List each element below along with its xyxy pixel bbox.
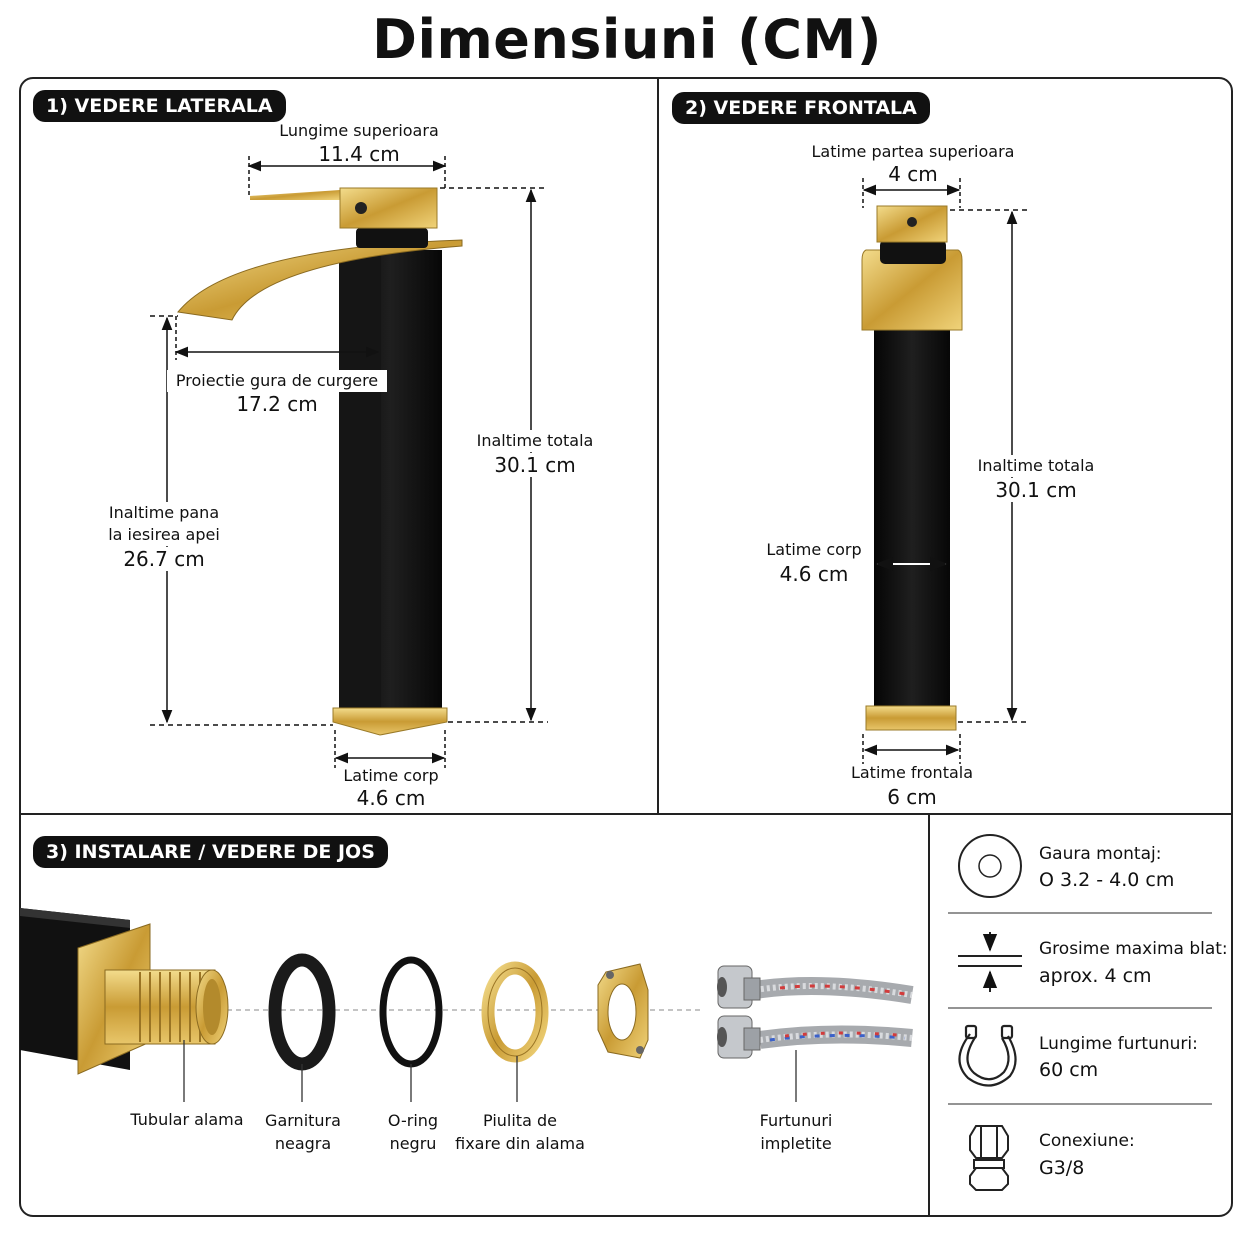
part-label-nut-2: fixare din alama — [455, 1134, 585, 1153]
section-divider-vertical-bottom — [928, 814, 930, 1216]
part-label-gasket-1: Garnitura — [265, 1111, 341, 1130]
connector-icon — [969, 1125, 1009, 1191]
front-total-height-value: 30.1 cm — [966, 478, 1106, 502]
part-label-oring-1: O-ring — [387, 1111, 439, 1130]
front-view-faucet — [861, 205, 963, 731]
side-view-header: 1) VEDERE LATERALA — [33, 90, 286, 122]
part-label-gasket-2: neagra — [274, 1134, 332, 1153]
section-divider-horizontal — [20, 813, 1232, 815]
part-label-nut-1: Piulita de — [483, 1111, 557, 1130]
part-label-oring-2: negru — [389, 1134, 437, 1153]
side-outlet-height-label-1: Inaltime pana — [89, 502, 239, 524]
side-outlet-height-label-2: la iesirea apei — [89, 524, 239, 546]
front-body-width-value: 4.6 cm — [779, 562, 849, 586]
side-view-faucet — [177, 187, 463, 736]
info-mounting-hole-value: O 3.2 - 4.0 cm — [1039, 869, 1175, 891]
side-total-height-label: Inaltime totala — [455, 430, 615, 452]
info-dividers — [948, 912, 1212, 1105]
front-top-width-label: Latime partea superioara — [811, 142, 1015, 161]
info-countertop-value: aprox. 4 cm — [1039, 965, 1152, 987]
page-title: Dimensiuni (CM) — [372, 8, 882, 71]
side-top-length-value: 11.4 cm — [318, 142, 400, 166]
front-total-height-label: Inaltime totala — [966, 455, 1106, 477]
side-spout-value: 17.2 cm — [236, 392, 318, 416]
info-countertop-label: Grosime maxima blat: — [1039, 939, 1228, 959]
info-connection-value: G3/8 — [1039, 1157, 1085, 1179]
front-view-header: 2) VEDERE FRONTALA — [672, 92, 930, 124]
front-top-width-value: 4 cm — [888, 162, 938, 186]
part-label-hoses-2: impletite — [760, 1134, 832, 1153]
front-front-width-label: Latime frontala — [850, 763, 974, 782]
part-label-brass-tube: Tubular alama — [130, 1110, 244, 1129]
info-hose-length-label: Lungime furtunuri: — [1039, 1034, 1198, 1054]
part-label-hoses-1: Furtunuri — [759, 1111, 833, 1130]
side-top-length-label: Lungime superioara — [279, 121, 439, 140]
side-spout-label: Proiectie gura de curgere — [167, 370, 387, 392]
front-body-width-label: Latime corp — [766, 540, 862, 559]
hose-icon — [958, 1024, 1017, 1087]
braided-hoses — [717, 965, 914, 1059]
info-connection-label: Conexiune: — [1039, 1131, 1135, 1151]
section-divider-vertical-top — [657, 78, 659, 814]
info-hose-length-value: 60 cm — [1039, 1059, 1099, 1081]
side-body-width-label: Latime corp — [343, 766, 439, 785]
countertop-thickness-icon — [958, 932, 1022, 992]
side-body-width-value: 4.6 cm — [356, 786, 426, 810]
side-outlet-height-value: 26.7 cm — [89, 547, 239, 571]
front-front-width-value: 6 cm — [887, 785, 937, 809]
side-total-height-value: 30.1 cm — [455, 453, 615, 477]
diagram-frame — [19, 77, 1233, 1217]
install-header: 3) INSTALARE / VEDERE DE JOS — [33, 836, 388, 868]
mounting-hole-icon — [958, 834, 1022, 898]
info-mounting-hole-label: Gaura montaj: — [1039, 844, 1162, 864]
install-parts-drawing — [20, 908, 914, 1102]
